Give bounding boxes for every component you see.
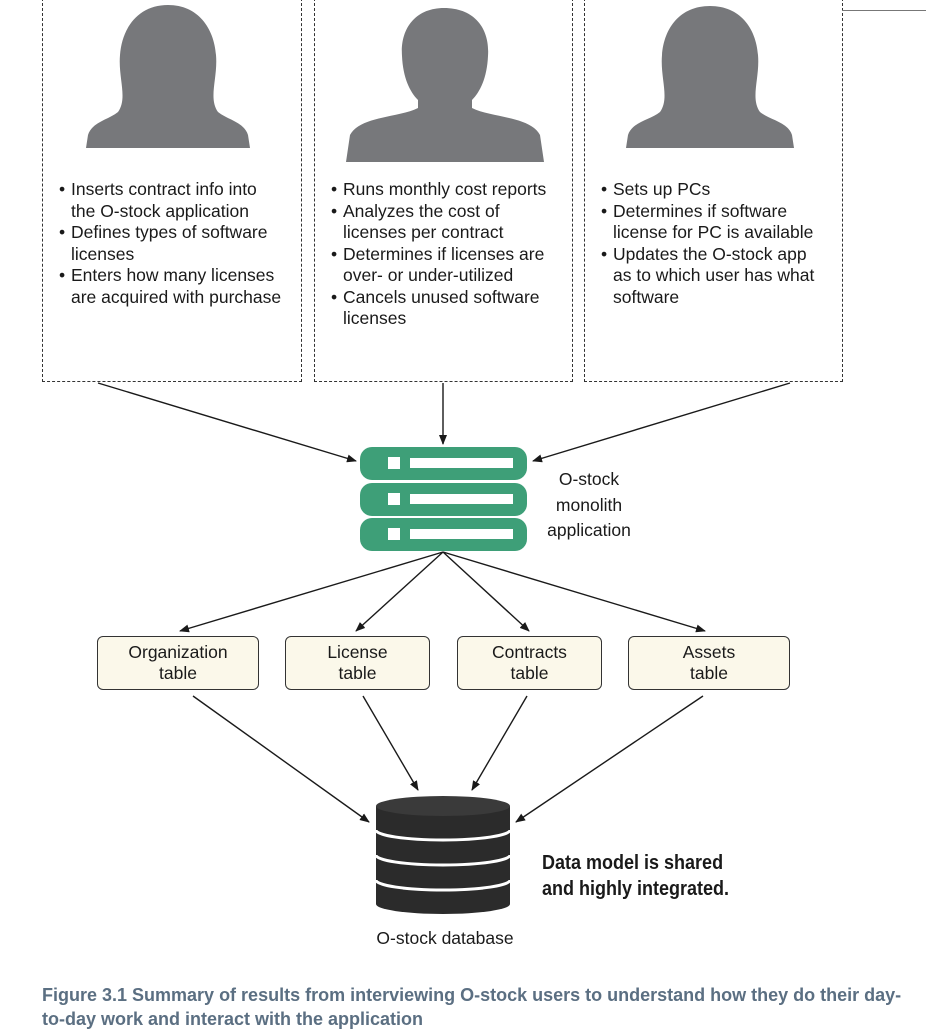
assets-table-box: Assets table <box>628 636 790 690</box>
bullet-line: licenses <box>71 243 135 264</box>
data-model-note: Data model is shared and highly integrat… <box>542 850 729 902</box>
arrow-license-to-db <box>362 695 419 791</box>
application-label-line: monolith <box>555 494 623 515</box>
user-silhouette-female-2 <box>626 6 794 148</box>
table-label-line: table <box>338 663 377 683</box>
bullet-line: Defines types of software <box>71 222 268 242</box>
table-label-line: Assets <box>682 642 736 662</box>
bullet-line: Updates the O-stock app <box>613 243 807 264</box>
bullet-line: software <box>613 286 680 307</box>
arrow-organization-to-db <box>192 695 370 823</box>
organization-table-box: Organization table <box>97 636 259 690</box>
user-box-desktop-services: Sets up PCsDetermines if softwarelicense… <box>584 0 843 382</box>
arrow-app-to-contracts <box>442 551 530 632</box>
application-label-line: O-stock <box>558 469 620 489</box>
table-label-line: Organization <box>128 642 228 662</box>
bullet-line: Determines if software <box>613 200 788 221</box>
bullet-line: Sets up PCs <box>613 179 711 199</box>
bullet-line: license for PC is available <box>613 222 814 242</box>
server-stack-icon <box>360 447 527 551</box>
bullet-line: Analyzes the cost of <box>343 200 500 221</box>
bullet-item: Sets up PCs <box>601 179 814 201</box>
note-line: Data model is shared <box>542 852 724 874</box>
arrow-contracts-to-db <box>471 695 528 791</box>
table-label-line: table <box>690 663 728 683</box>
bullet-line: Determines if licenses are <box>343 243 545 264</box>
bullet-line: as to which user has what <box>613 265 815 285</box>
contracts-table-box: Contracts table <box>457 636 602 690</box>
bullet-line: Runs monthly cost reports <box>343 179 547 199</box>
user-box-finance: Runs monthly cost reportsAnalyzes the co… <box>314 0 573 382</box>
arrow-app-to-organization <box>179 551 444 633</box>
database-icon <box>374 796 512 914</box>
user-3-bullets: Sets up PCsDetermines if softwarelicense… <box>601 179 814 308</box>
bullet-line: over- or under-utilized <box>343 265 514 285</box>
user-2-bullets: Runs monthly cost reportsAnalyzes the co… <box>331 179 546 330</box>
arrow-assets-to-db <box>515 695 704 823</box>
bullet-line: the O-stock application <box>71 200 250 221</box>
arrow-user3-to-app <box>532 382 791 463</box>
bullet-line: Enters how many licenses <box>71 265 275 285</box>
bullet-item: Runs monthly cost reports <box>331 179 546 201</box>
table-label-line: Contracts <box>492 642 567 662</box>
user-silhouette-male <box>346 8 544 162</box>
arrow-user1-to-app <box>97 382 357 463</box>
figure-caption: Figure 3.1 Summary of results from inter… <box>42 985 902 1029</box>
database-label: O-stock database <box>376 928 514 948</box>
bullet-line: are acquired with purchase <box>71 286 282 307</box>
user-silhouette-female-1 <box>86 5 250 148</box>
license-table-box: License table <box>285 636 430 690</box>
arrow-app-to-license <box>355 551 444 632</box>
table-label-line: table <box>510 663 549 683</box>
table-label-line: table <box>159 663 197 683</box>
application-label: O-stock monolith application <box>530 467 648 544</box>
bullet-line: licenses <box>343 308 407 328</box>
bullet-line: Cancels unused software <box>343 286 540 307</box>
bullet-line: Inserts contract info into <box>71 179 257 199</box>
top-rule-line <box>842 10 926 11</box>
application-label-line: application <box>547 520 631 540</box>
bullet-line: licenses per contract <box>343 222 504 242</box>
table-label-line: License <box>327 642 388 662</box>
arrow-app-to-assets <box>442 551 706 633</box>
note-line: and highly integrated. <box>542 878 730 900</box>
